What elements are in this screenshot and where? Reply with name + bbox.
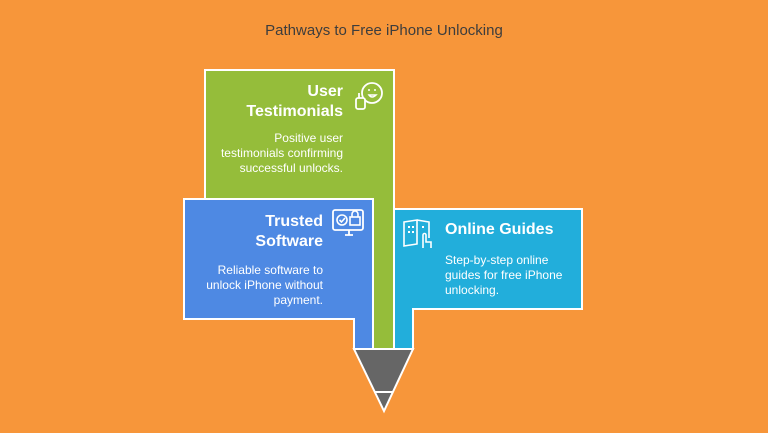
card-description: Positive user testimonials confirming su… <box>220 131 343 175</box>
card-description: Reliable software to unlock iPhone witho… <box>206 263 323 307</box>
monitor-lock-icon <box>332 209 364 236</box>
card-heading: Online Guides <box>445 221 554 238</box>
card-heading: User Testimonials <box>246 83 343 120</box>
thumbs-up-smile-icon <box>355 82 383 110</box>
guide-book-icon <box>403 219 432 248</box>
diagram-title: Pathways to Free iPhone Unlocking <box>265 22 503 39</box>
card-description: Step-by-step online guides for free iPho… <box>445 253 563 297</box>
pencil-tip <box>352 348 415 414</box>
card-heading: Trusted Software <box>255 213 323 250</box>
